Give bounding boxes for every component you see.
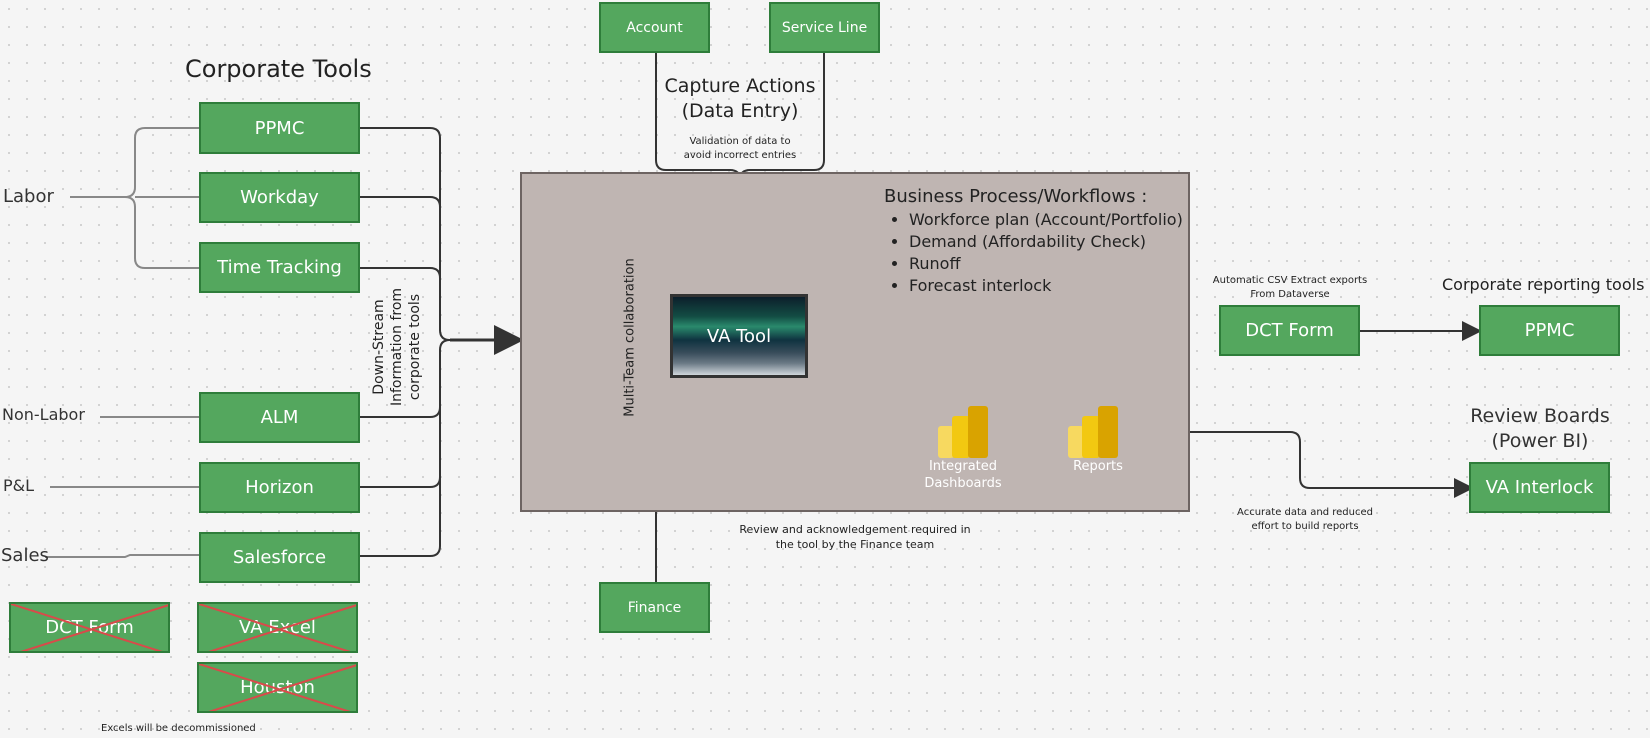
finance-note-line: the tool by the Finance team <box>775 538 935 551</box>
validation-line: avoid incorrect entries <box>683 150 797 161</box>
csv-extract-note: Automatic CSV Extract exports From Datav… <box>1200 274 1380 302</box>
downstream-line: Down-Stream <box>371 299 387 395</box>
multi-team-label: Multi-Team collaboration <box>622 258 638 417</box>
process-bullet-list: Workforce plan (Account/Portfolio) Deman… <box>889 209 1183 297</box>
downstream-line: Information from <box>389 287 405 407</box>
corporate-reporting-title: Corporate reporting tools <box>1442 275 1645 294</box>
process-title: Business Process/Workflows : <box>884 186 1148 207</box>
category-sales: Sales <box>1 545 49 566</box>
reporting-ppmc-label: PPMC <box>1524 320 1575 341</box>
tool-box-time-tracking[interactable]: Time Tracking <box>199 242 360 293</box>
decommission-note: Excels will be decommissioned <box>101 723 256 734</box>
tool-box-salesforce[interactable]: Salesforce <box>199 532 360 583</box>
downstream-label: Down-Stream Information from corporate t… <box>370 237 424 457</box>
powerbi-icon <box>1068 406 1118 458</box>
corporate-tools-title: Corporate Tools <box>185 55 372 83</box>
csv-note-line: Automatic CSV Extract exports <box>1212 275 1368 286</box>
category-labor: Labor <box>3 186 54 207</box>
capture-title-line: Capture Actions <box>664 75 816 97</box>
tool-label: Salesforce <box>232 547 327 568</box>
tool-label: ALM <box>260 407 299 428</box>
process-bullet: Workforce plan (Account/Portfolio) <box>909 209 1183 231</box>
finance-note-line: Review and acknowledgement required in <box>739 523 971 536</box>
va-tool-tile[interactable]: VA Tool <box>670 294 808 378</box>
tool-box-alm[interactable]: ALM <box>199 392 360 443</box>
dashboards-line: Dashboards <box>924 476 1002 491</box>
tool-box-workday[interactable]: Workday <box>199 172 360 223</box>
reporting-ppmc-box[interactable]: PPMC <box>1479 305 1620 356</box>
validation-note: Validation of data to avoid incorrect en… <box>660 135 820 163</box>
dashboards-line: Integrated <box>928 459 998 474</box>
decommissioned-houston[interactable]: Houston <box>197 662 358 713</box>
category-pl: P&L <box>3 476 35 495</box>
va-tool-label: VA Tool <box>706 325 772 347</box>
cross-out-icon <box>199 604 356 651</box>
cross-out-icon <box>11 604 168 651</box>
decommissioned-dct-form[interactable]: DCT Form <box>9 602 170 653</box>
service-line-label: Service Line <box>781 19 868 36</box>
tool-box-horizon[interactable]: Horizon <box>199 462 360 513</box>
process-bullet: Runoff <box>909 253 1183 275</box>
process-bullet: Demand (Affordability Check) <box>909 231 1183 253</box>
tool-label: Time Tracking <box>217 257 342 278</box>
tool-box-ppmc[interactable]: PPMC <box>199 102 360 154</box>
accurate-data-note: Accurate data and reduced effort to buil… <box>1220 506 1390 534</box>
service-line-box[interactable]: Service Line <box>769 2 880 53</box>
review-line: Review Boards <box>1470 405 1610 427</box>
tool-label: Workday <box>240 187 319 208</box>
tool-label: PPMC <box>254 117 305 139</box>
va-interlock-box[interactable]: VA Interlock <box>1469 462 1610 513</box>
account-box[interactable]: Account <box>599 2 710 53</box>
dashboards-label: Integrated Dashboards <box>913 458 1013 492</box>
dct-form-label: DCT Form <box>1245 320 1334 341</box>
finance-box[interactable]: Finance <box>599 582 710 633</box>
capture-actions-title: Capture Actions (Data Entry) <box>640 74 840 124</box>
accurate-note-line: Accurate data and reduced <box>1237 507 1373 518</box>
decommissioned-va-excel[interactable]: VA Excel <box>197 602 358 653</box>
dct-form-box[interactable]: DCT Form <box>1219 305 1360 356</box>
tool-label: Horizon <box>245 477 314 498</box>
va-interlock-label: VA Interlock <box>1485 477 1594 498</box>
accurate-note-line: effort to build reports <box>1251 521 1359 532</box>
finance-note: Review and acknowledgement required in t… <box>730 522 980 552</box>
category-non-labor: Non-Labor <box>2 405 85 424</box>
business-process-area <box>520 172 1190 512</box>
reports-label: Reports <box>1073 459 1123 474</box>
downstream-line: corporate tools <box>407 293 423 401</box>
validation-line: Validation of data to <box>689 136 791 147</box>
cross-out-icon <box>199 664 356 711</box>
review-line: (Power BI) <box>1491 430 1589 452</box>
finance-label: Finance <box>627 599 682 616</box>
account-label: Account <box>626 19 683 36</box>
review-boards-title: Review Boards (Power BI) <box>1440 404 1640 454</box>
process-bullet: Forecast interlock <box>909 275 1183 297</box>
powerbi-icon <box>938 406 988 458</box>
capture-title-line: (Data Entry) <box>681 100 799 122</box>
csv-note-line: From Dataverse <box>1250 289 1330 300</box>
